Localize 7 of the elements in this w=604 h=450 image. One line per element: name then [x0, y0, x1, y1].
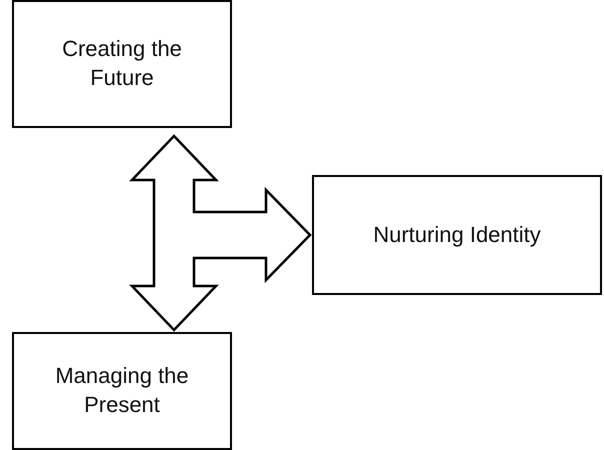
box-label: Creating the Future	[61, 35, 183, 92]
box-label: Managing the Present	[54, 362, 190, 419]
box-label: Nurturing Identity	[373, 220, 541, 249]
process-box	[312, 175, 602, 295]
process-box	[12, 0, 232, 128]
process-box	[12, 332, 232, 450]
block-arrow	[129, 134, 312, 332]
